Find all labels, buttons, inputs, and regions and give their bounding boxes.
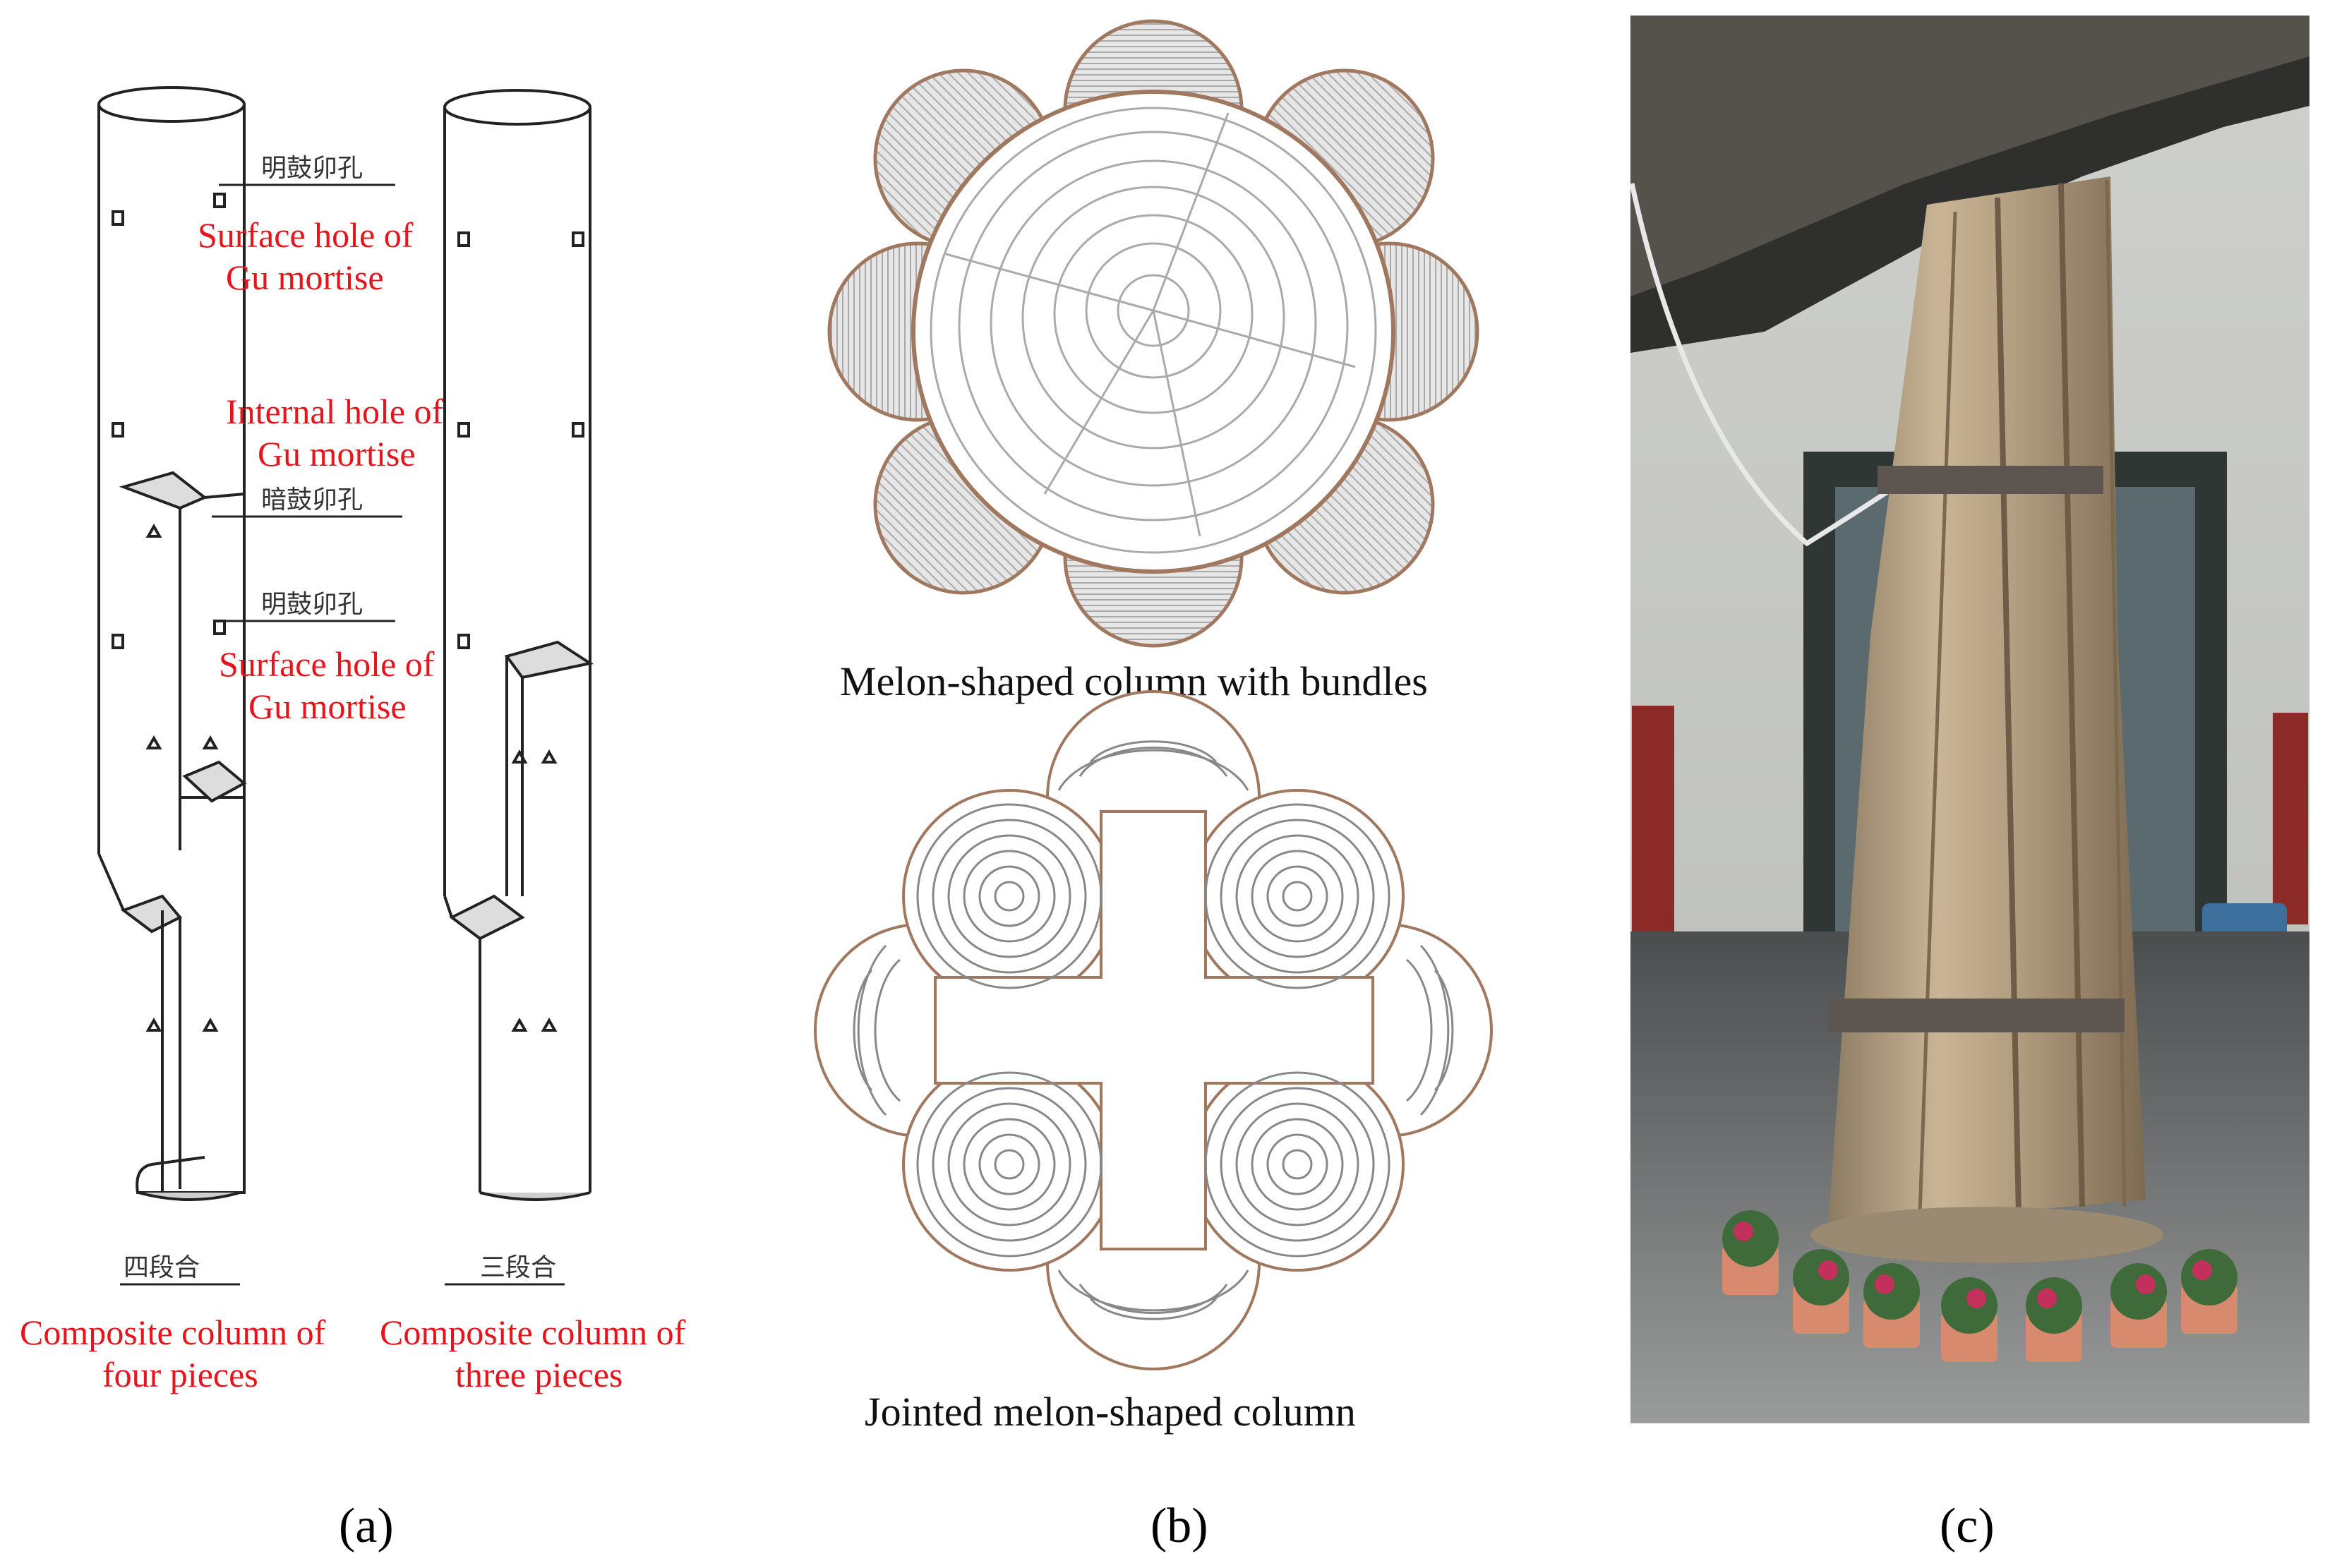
caption-four-pieces-line2: four pieces [102,1355,258,1394]
three-piece-column-drawing [443,89,594,1201]
caption-four-pieces-line1: Composite column of [20,1313,326,1352]
caption-three-pieces-line2: three pieces [455,1355,623,1394]
jointed-melon-column-diagram [814,690,1493,1370]
log-top-right [1204,803,1390,989]
panel-a-labels: 明鼓卯孔 Surface hole of Gu mortise Internal… [20,154,686,1394]
label-surface-hole-1-line1: Surface hole of [198,215,414,255]
flower-pots [1722,1210,2237,1362]
four-piece-column-drawing [97,86,247,1201]
label-surface-hole-1-line2: Gu mortise [226,258,384,297]
panel-label-b: (b) [1151,1499,1208,1553]
log-bottom-left [916,1071,1103,1258]
label-cjk-internal-hole: 暗鼓卯孔 [261,486,363,514]
panel-label-a: (a) [339,1499,394,1553]
label-surface-hole-2-line2: Gu mortise [248,687,407,726]
log-bottom-right [1204,1071,1390,1258]
caption-cjk-three-pieces: 三段合 [480,1253,556,1282]
label-surface-hole-2-line1: Surface hole of [219,644,435,684]
panel-label-c: (c) [1940,1499,1995,1553]
caption-three-pieces-line1: Composite column of [380,1313,686,1352]
label-cjk-surface-hole-1: 明鼓卯孔 [261,154,363,183]
label-internal-hole-line2: Gu mortise [258,434,416,474]
panel-a-composite-columns [97,86,594,1286]
label-cjk-surface-hole-2: 明鼓卯孔 [261,590,363,619]
log-top-left [916,803,1103,989]
label-internal-hole-line1: Internal hole of [226,392,444,431]
caption-jointed-melon-column: Jointed melon-shaped column [865,1389,1356,1435]
melon-column-bundles-diagram [827,19,1479,648]
caption-cjk-four-pieces: 四段合 [124,1253,200,1282]
bundled-column-photo [1629,16,2309,1423]
